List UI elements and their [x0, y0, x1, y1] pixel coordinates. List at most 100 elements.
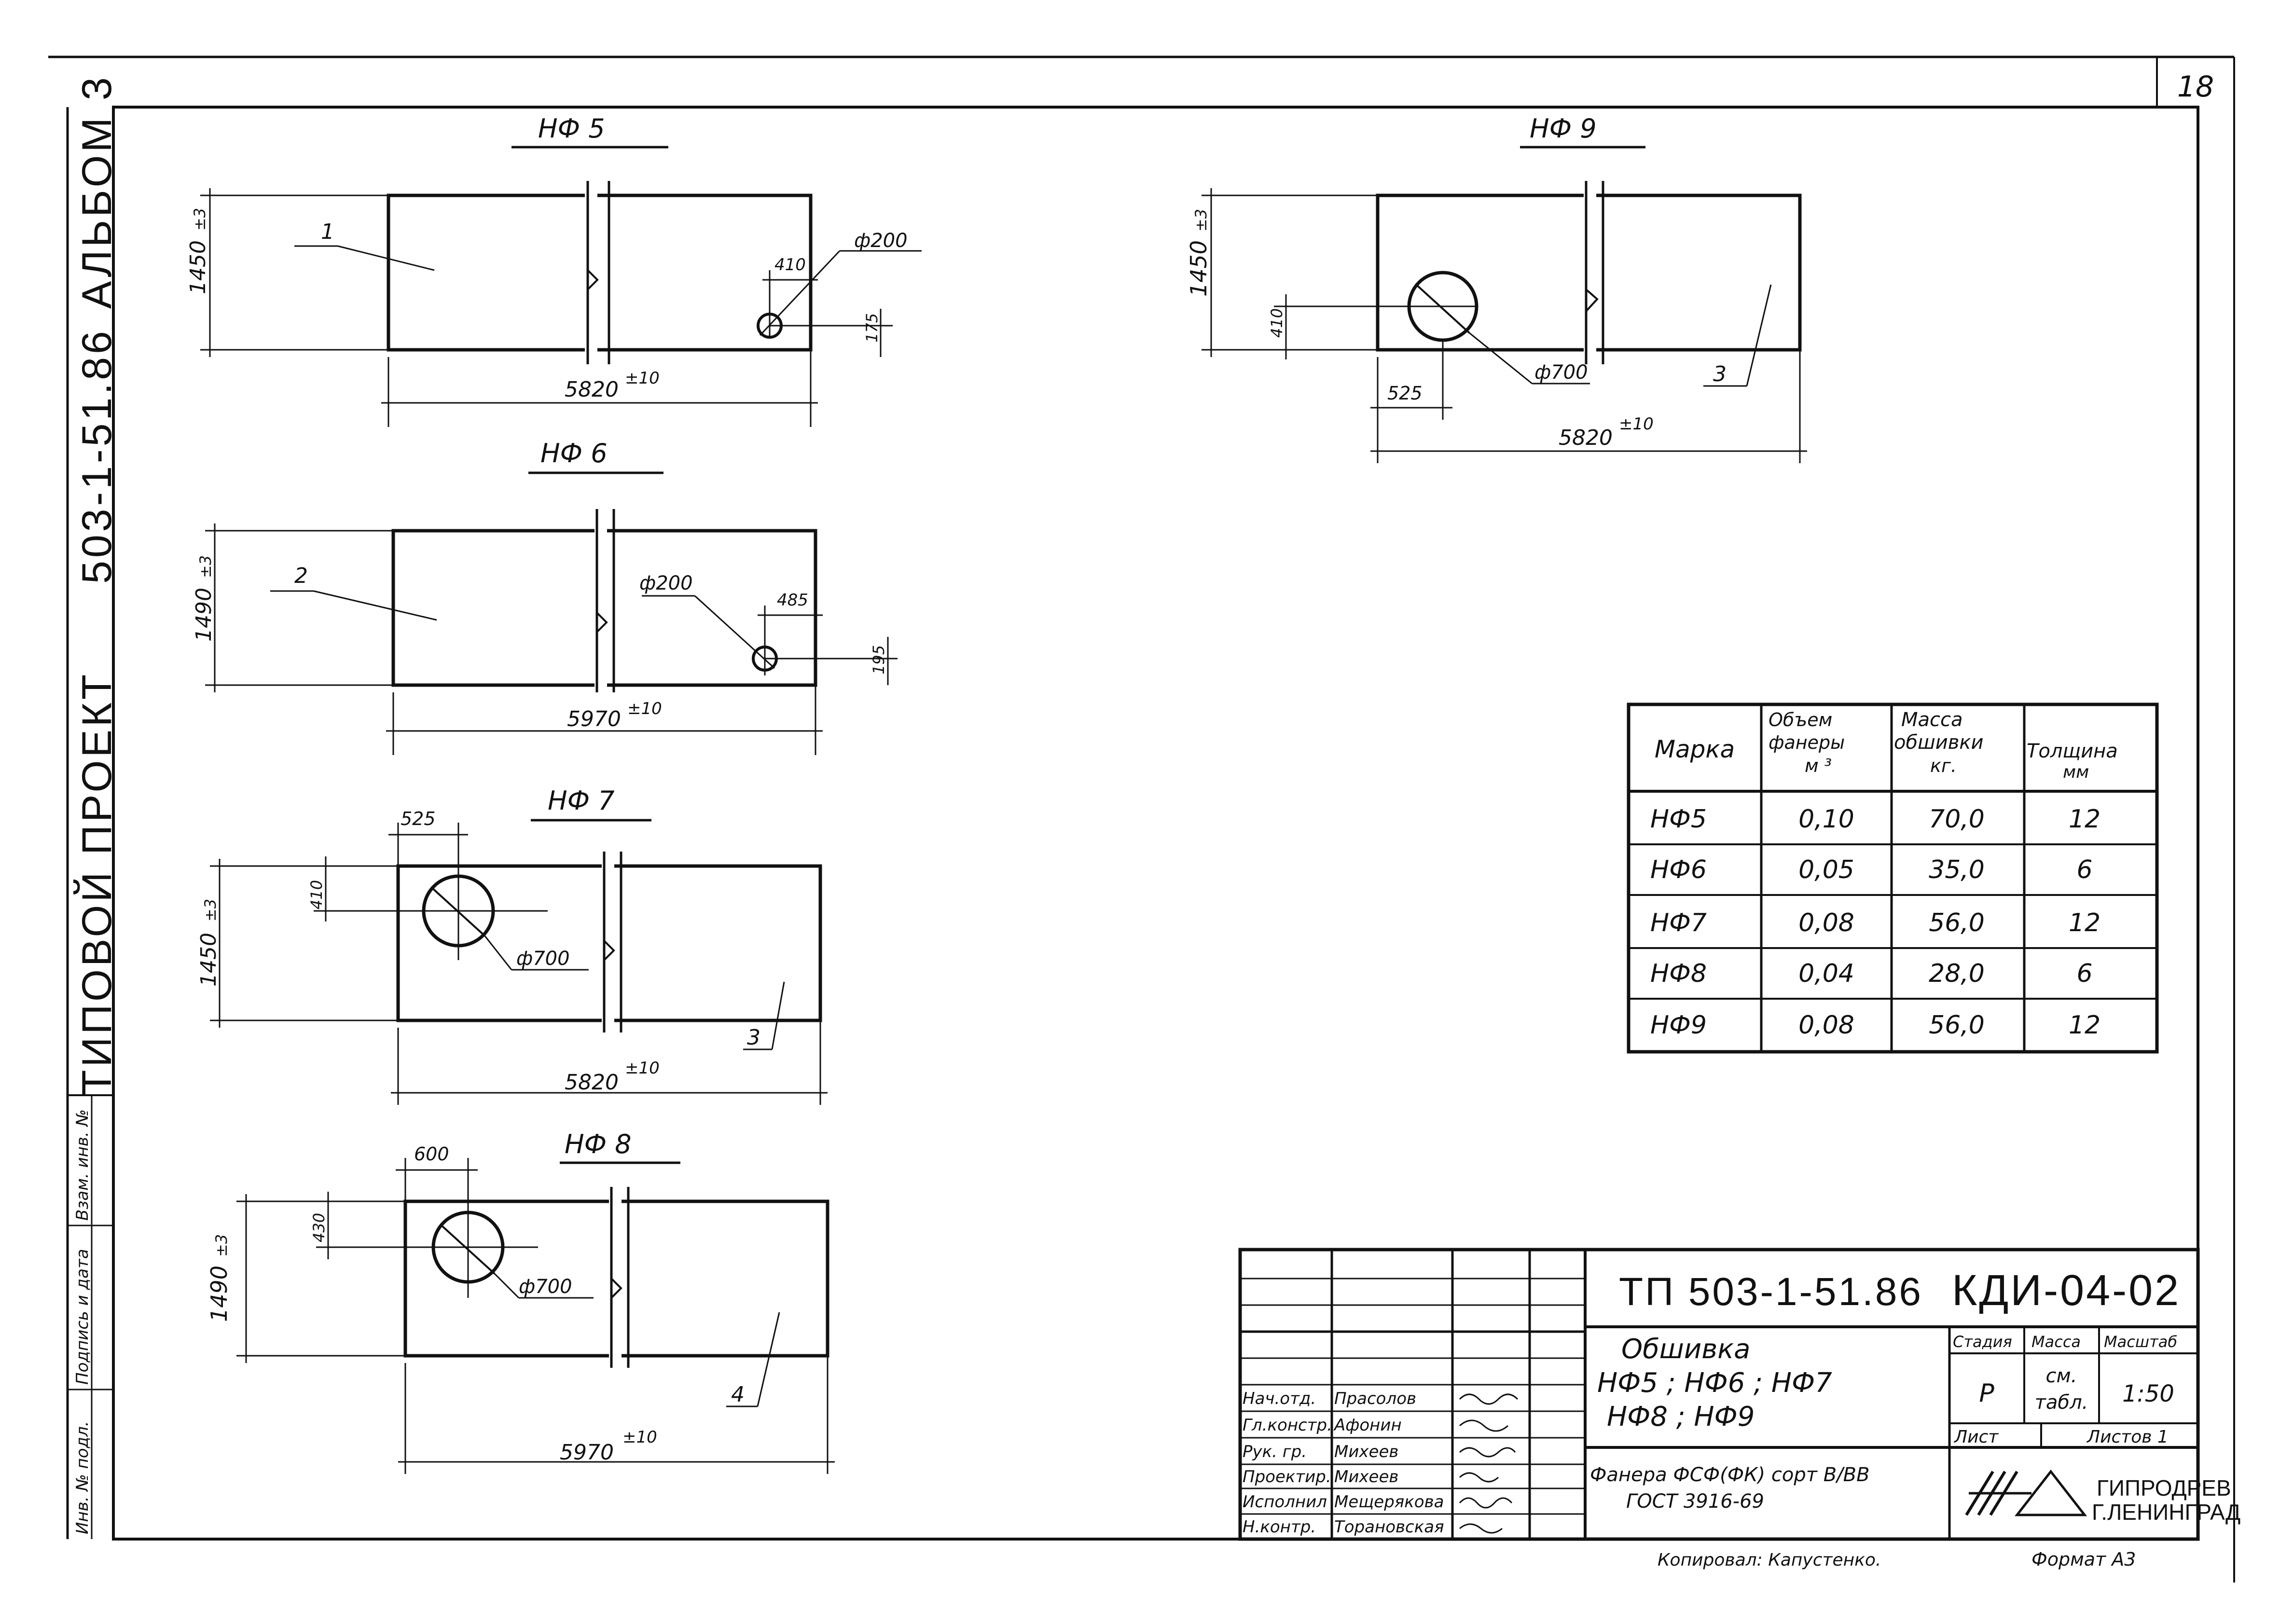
staff-name: Прасолов	[1334, 1389, 1416, 1408]
spec-cell: 35,0	[1929, 855, 1985, 884]
spec-header-volume-3: м ³	[1805, 755, 1832, 776]
nf9-length: 5820	[1559, 426, 1613, 450]
drawing-nf8	[236, 1158, 835, 1474]
mass-value-2: табл.	[2035, 1391, 2088, 1414]
title-name-3: НФ8 ; НФ9	[1607, 1401, 1755, 1432]
staff-name: Афонин	[1333, 1416, 1402, 1435]
nf5-hole-offset-y: 175	[863, 313, 881, 343]
spec-cell: 12	[2069, 1011, 2100, 1040]
nf6-position-mark: 2	[294, 564, 308, 588]
nf6-height: 1490	[192, 588, 216, 642]
spec-cell: 0,08	[1798, 908, 1854, 937]
nf5-position-mark: 1	[321, 220, 334, 244]
spec-cell: 0,08	[1798, 1011, 1854, 1040]
nf7-length-tol: ±10	[625, 1059, 660, 1078]
signatures	[1459, 1393, 1519, 1534]
nf7-height-tol: ±3	[201, 899, 220, 922]
spec-cell: 6	[2076, 959, 2092, 988]
staff-name: Михеев	[1334, 1442, 1398, 1461]
nf6-height-tol: ±3	[196, 555, 215, 578]
title-code: ТП 503-1-51.86	[1619, 1270, 1923, 1314]
nf7-title: НФ 7	[548, 785, 615, 816]
spec-header-mark: Марка	[1655, 735, 1735, 763]
nf5-height-tol: ±3	[191, 208, 209, 231]
nf9-title: НФ 9	[1530, 113, 1597, 144]
nf6-hole-offset-x: 485	[777, 591, 808, 610]
spec-cell: НФ5	[1650, 805, 1707, 834]
spec-cell: НФ9	[1650, 1011, 1707, 1040]
scale-label: Масштаб	[2104, 1333, 2177, 1351]
staff-role: Гл.констр.	[1243, 1416, 1332, 1435]
spec-header-mass-3: кг.	[1930, 755, 1957, 776]
staff-role: Нач.отд.	[1243, 1389, 1316, 1408]
mass-value-1: см.	[2046, 1365, 2077, 1387]
nf7-height: 1450	[196, 933, 221, 987]
side-stamp: ТИПОВОЙ ПРОЕКТ 503-1-51.86 АЛЬБОМ 3 Инв.…	[73, 74, 120, 1534]
org-name-2: Г.ЛЕНИНГРАД	[2092, 1500, 2240, 1525]
spec-cell: НФ8	[1650, 959, 1707, 988]
nf9-length-tol: ±10	[1619, 414, 1654, 434]
spec-header-mass-1: Масса	[1901, 709, 1963, 731]
org-name-1: ГИПРОДРЕВ	[2097, 1475, 2231, 1500]
footer-format: Формат А3	[2031, 1549, 2136, 1570]
nf8-title: НФ 8	[565, 1129, 632, 1159]
nf6-length: 5970	[567, 707, 621, 731]
spec-cell: 56,0	[1929, 1011, 1985, 1040]
nf8-height: 1490	[206, 1266, 232, 1322]
staff-role: Проектир.	[1243, 1467, 1331, 1486]
side-stamp-album: АЛЬБОМ 3	[74, 74, 120, 309]
spec-cell: 70,0	[1929, 805, 1985, 834]
nf6-length-tol: ±10	[627, 699, 662, 718]
title-name-1: Обшивка	[1621, 1334, 1750, 1365]
stage-label: Стадия	[1953, 1333, 2012, 1351]
spec-header-mass-2: обшивки	[1894, 731, 1983, 754]
nf7-hole-offset-y: 410	[307, 880, 326, 909]
sheet-label: Лист	[1953, 1427, 1999, 1447]
spec-cell: 0,10	[1798, 805, 1854, 834]
mass-label: Масса	[2031, 1333, 2081, 1351]
spec-cell: 28,0	[1929, 959, 1985, 988]
title-material-1: Фанера ФСФ(ФК) сорт В/ВВ	[1590, 1464, 1870, 1486]
scale-value: 1:50	[2122, 1380, 2174, 1407]
staff-role: Исполнил	[1243, 1492, 1327, 1512]
nf7-length: 5820	[565, 1070, 619, 1095]
nf7-hole-diameter: ф700	[516, 948, 570, 970]
spec-cell: 0,05	[1798, 855, 1854, 884]
nf8-position-mark: 4	[731, 1382, 745, 1407]
side-column-sign: Подпись и дата	[73, 1249, 92, 1385]
side-stamp-project: ТИПОВОЙ ПРОЕКТ	[73, 672, 120, 1095]
staff-name: Михеев	[1334, 1467, 1398, 1486]
drawing-nf6	[205, 471, 898, 755]
nf9-height-tol: ±3	[1192, 209, 1210, 232]
nf8-length: 5970	[560, 1440, 614, 1465]
nf9-hole-offset-y: 410	[1268, 308, 1286, 338]
spec-cell: 12	[2069, 805, 2100, 834]
nf5-hole-offset-x: 410	[774, 255, 806, 275]
staff-name: Мещерякова	[1334, 1492, 1444, 1512]
nf9-hole-diameter: ф700	[1534, 361, 1588, 384]
title-material-2: ГОСТ 3916-69	[1626, 1490, 1764, 1513]
spec-cell: НФ7	[1650, 908, 1707, 937]
drawing-frame	[112, 106, 2199, 1541]
spec-cell: 56,0	[1929, 908, 1985, 937]
side-column-replace: Взам. инв. №	[73, 1109, 92, 1221]
spec-header-thickness-1: Толщина	[2027, 740, 2118, 762]
spec-header-volume-1: Объем	[1769, 709, 1832, 730]
side-stamp-code: 503-1-51.86	[74, 328, 120, 584]
nf7-hole-offset-x: 525	[401, 808, 436, 829]
drawing-nf9	[1202, 146, 1807, 463]
spec-cell: 0,04	[1798, 959, 1854, 988]
nf8-hole-offset-y: 430	[310, 1213, 328, 1242]
spec-table	[1627, 702, 2159, 1054]
nf5-hole-diameter: ф200	[854, 230, 908, 252]
spec-header-volume-2: фанеры	[1769, 732, 1845, 753]
nf9-position-mark: 3	[1713, 362, 1727, 386]
spec-cell: НФ6	[1650, 855, 1707, 884]
nf5-height: 1450	[186, 240, 210, 294]
staff-name: Торановская	[1334, 1517, 1444, 1537]
staff-role: Н.контр.	[1243, 1517, 1316, 1537]
page-number: 18	[2177, 70, 2214, 104]
side-column-inv: Инв. № подл.	[73, 1421, 92, 1534]
nf8-height-tol: ±3	[212, 1234, 231, 1257]
